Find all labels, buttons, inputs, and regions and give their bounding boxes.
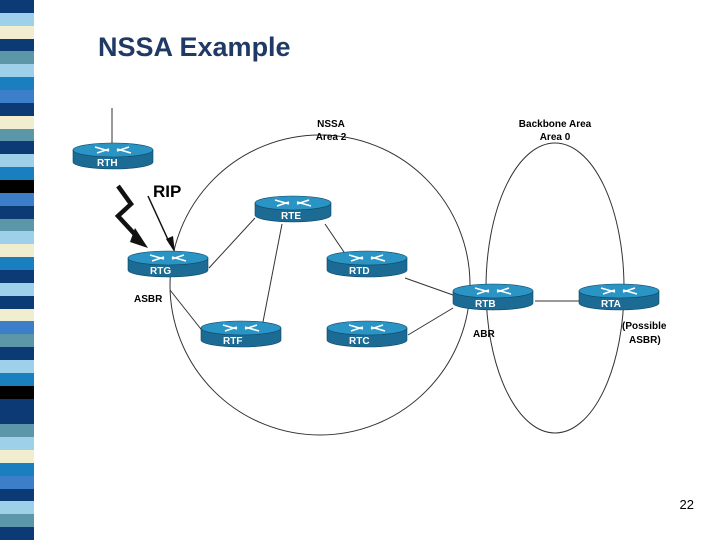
stripe-block <box>0 77 34 91</box>
router-rte: RTE <box>254 195 332 223</box>
stripe-block <box>0 115 34 130</box>
stripe-block <box>0 51 34 65</box>
stripe-block <box>0 411 34 425</box>
stripe-block <box>0 192 34 207</box>
router-rta: RTA <box>578 283 660 311</box>
router-rte-label: RTE <box>281 211 301 222</box>
stripe-block <box>0 244 34 258</box>
router-rtd: RTD <box>326 250 408 278</box>
stripe-block <box>0 334 34 348</box>
router-rtb-label: RTB <box>475 299 496 310</box>
stripe-block <box>0 102 34 117</box>
stripe-block <box>0 282 34 297</box>
stripe-block <box>0 424 34 438</box>
stripe-block <box>0 437 34 451</box>
stripe-block <box>0 128 34 142</box>
slide-title: NSSA Example <box>98 32 291 62</box>
stripe-block <box>0 154 34 168</box>
stripe-block <box>0 321 34 335</box>
backbone-area-number-label: Area 0 <box>540 132 571 143</box>
stripe-block <box>0 218 34 232</box>
backbone-area-label: Backbone Area <box>519 119 592 130</box>
stripe-block <box>0 514 34 528</box>
stripe-block <box>0 475 34 490</box>
router-rtg: RTG <box>127 250 209 278</box>
router-rtf-label: RTF <box>223 336 242 347</box>
rip-label: RIP <box>153 182 181 201</box>
router-rtf: RTF <box>200 320 282 348</box>
decorative-stripe <box>0 0 72 540</box>
stripe-block <box>0 360 34 374</box>
rta-role-label-line2: ASBR) <box>629 335 661 346</box>
router-rtb: RTB <box>452 283 534 311</box>
rtb-role-label: ABR <box>473 329 495 340</box>
rtg-role-label: ASBR <box>134 294 163 305</box>
router-rtg-label: RTG <box>150 266 171 277</box>
stripe-block <box>0 372 34 387</box>
nssa-area-number-label: Area 2 <box>316 132 347 143</box>
stripe-block <box>0 462 34 477</box>
stripe-block <box>0 295 34 310</box>
stripe-block <box>0 527 34 540</box>
stripe-block <box>0 180 34 194</box>
router-rta-label: RTA <box>601 299 621 310</box>
rta-role-label-line1: (Possible <box>622 321 667 332</box>
stripe-block <box>0 488 34 502</box>
stripe-block <box>0 25 34 40</box>
page-number: 22 <box>679 497 694 512</box>
stripe-block <box>0 167 34 181</box>
stripe-block <box>0 398 34 412</box>
router-rth-label: RTH <box>97 158 118 169</box>
rip-lightning-icon <box>114 184 175 253</box>
router-rth: RTH <box>72 142 154 170</box>
nssa-area-label: NSSA <box>317 119 345 130</box>
router-rtc-label: RTC <box>349 336 370 347</box>
router-rtd-label: RTD <box>349 266 370 277</box>
stripe-block <box>0 0 34 14</box>
link-rtd-rtb <box>404 277 454 296</box>
stripe-block <box>0 141 34 155</box>
stripe-block <box>0 385 34 400</box>
stripe-block <box>0 450 34 464</box>
link-rtc-rtb <box>407 307 454 336</box>
routers: RTH RTE RTG RTD RTB RTA RTF RTC <box>72 142 660 348</box>
stripe-block <box>0 205 34 220</box>
stripe-block <box>0 231 34 245</box>
stripe-block <box>0 90 34 104</box>
stripe-block <box>0 308 34 322</box>
stripe-block <box>0 347 34 361</box>
stripe-block <box>0 270 34 284</box>
router-rtc: RTC <box>326 320 408 348</box>
link-rte-rtf <box>261 223 283 328</box>
stripe-block <box>0 38 34 52</box>
stripe-block <box>0 12 34 27</box>
stripe-block <box>0 64 34 78</box>
stripe-block <box>0 257 34 271</box>
stripe-block <box>0 501 34 515</box>
link-rtg-rte <box>208 217 256 269</box>
